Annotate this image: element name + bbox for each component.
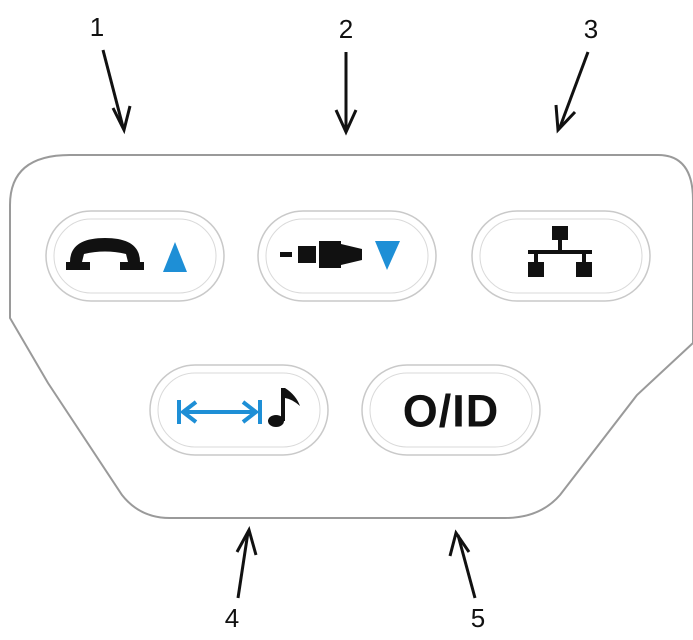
button-4[interactable] — [149, 364, 329, 456]
callout-arrow-4 — [236, 531, 250, 599]
callout-arrow-5 — [456, 534, 477, 599]
double-arrow-icon — [177, 400, 262, 424]
panel-outline — [9, 154, 693, 519]
callout-arrow-3 — [558, 51, 590, 128]
callout-arrows — [101, 49, 590, 599]
button-5[interactable] — [361, 364, 541, 456]
up-triangle-icon — [163, 242, 187, 272]
button-3[interactable] — [471, 210, 651, 302]
network-icon — [528, 226, 592, 277]
callout-arrow-1 — [101, 49, 125, 128]
down-triangle-icon — [375, 241, 400, 270]
music-note-icon — [268, 388, 300, 427]
callout-number-3: 3 — [583, 14, 599, 44]
callout-number-4: 4 — [224, 603, 240, 633]
button-2[interactable] — [257, 210, 437, 302]
oid-button-label: O/ID — [402, 385, 500, 437]
plug-icon — [280, 241, 362, 268]
callout-number-5: 5 — [470, 603, 486, 633]
callout-number-2: 2 — [338, 14, 354, 44]
phone-handset-icon — [66, 238, 144, 270]
button-1[interactable] — [45, 210, 225, 302]
callout-number-1: 1 — [89, 12, 105, 42]
